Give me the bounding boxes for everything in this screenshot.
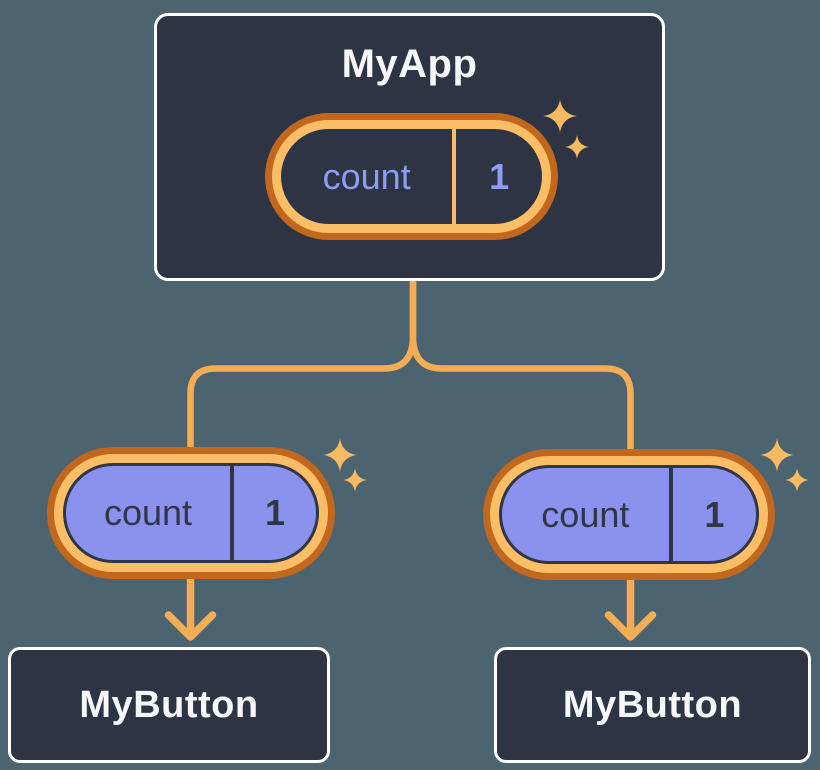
prop-value-label: 1	[264, 492, 286, 533]
prop-value-label: 1	[704, 493, 725, 535]
child-node-title: MyButton	[562, 683, 743, 726]
state-value-label: 1	[489, 155, 510, 197]
prop-name-label: count	[541, 493, 630, 535]
pill-divider	[452, 129, 457, 224]
child-node-title: MyButton	[79, 683, 259, 726]
state-pill-ring: count 1	[272, 120, 551, 233]
pill-divider	[668, 468, 673, 561]
component-node-mybutton-left: MyButton	[8, 647, 330, 763]
connector-right-branch	[409, 276, 634, 456]
sparkle-icon	[760, 438, 794, 472]
state-pill-myapp: count 1	[265, 113, 558, 240]
props-pill-left: count 1	[47, 447, 335, 579]
sparkle-icon	[785, 468, 809, 492]
root-node-title: MyApp	[341, 42, 478, 86]
connector-left-branch	[187, 276, 417, 456]
arrow-right-head	[604, 611, 657, 641]
props-pill-right: count 1	[483, 449, 775, 580]
pill-divider	[230, 466, 234, 560]
sparkle-icon	[323, 438, 357, 472]
props-pill-ring: count 1	[490, 456, 768, 573]
arrow-left-head	[164, 611, 217, 641]
prop-name-label: count	[103, 492, 193, 533]
sparkle-icon	[343, 468, 367, 492]
state-name-label: count	[322, 155, 411, 197]
component-node-mybutton-right: MyButton	[494, 647, 811, 763]
props-pill-ring: count 1	[54, 454, 328, 572]
